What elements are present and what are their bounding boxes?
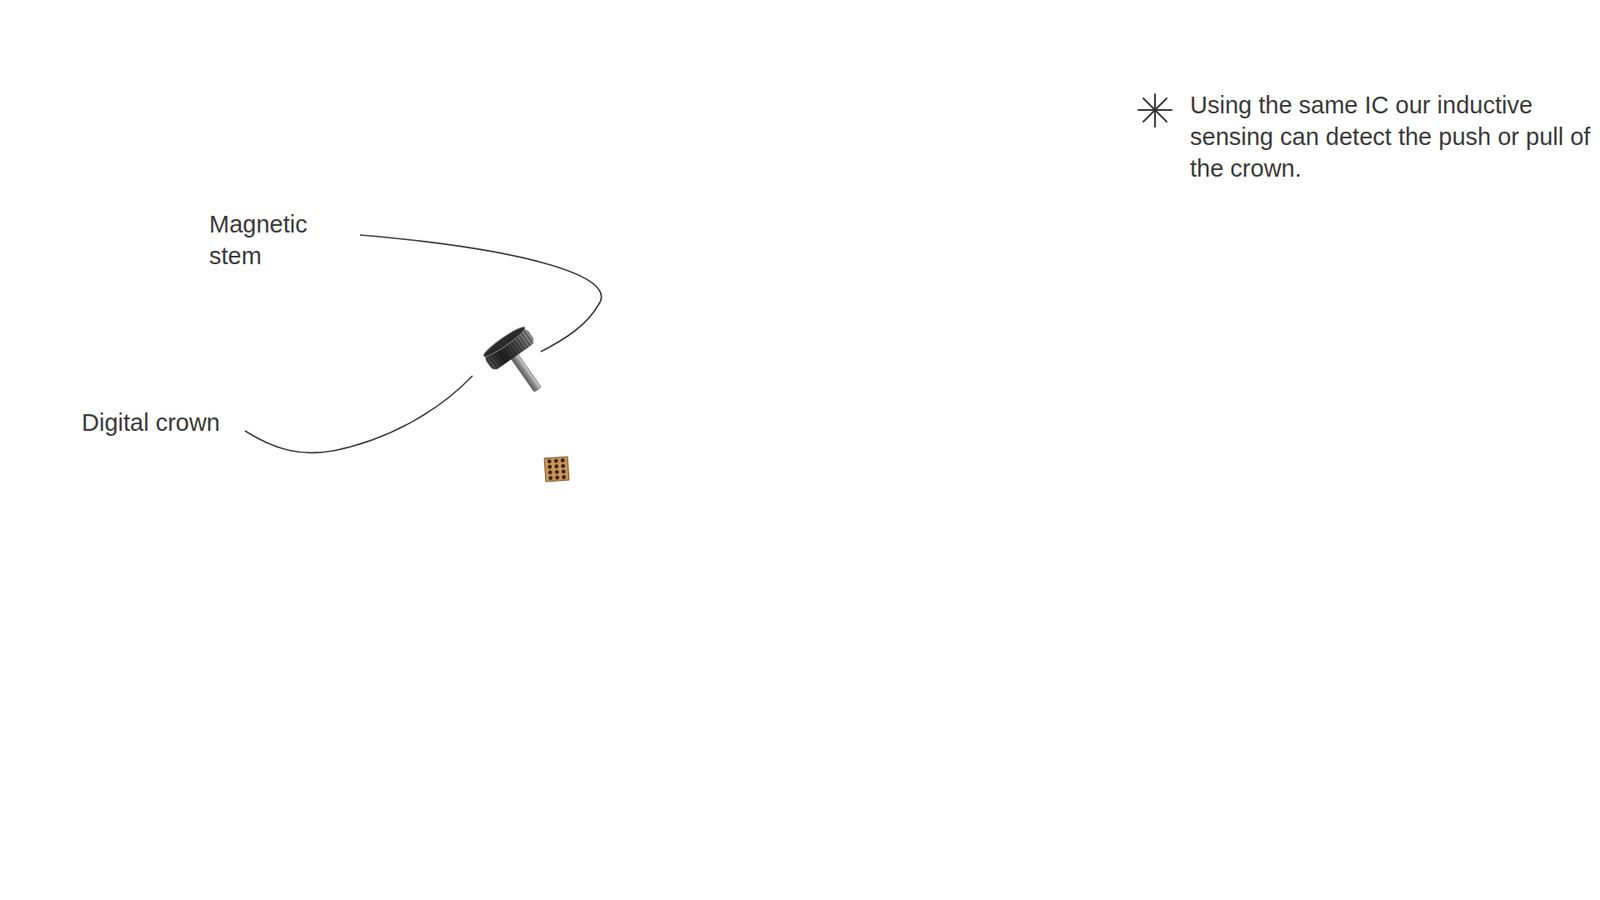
digital-crown (480, 323, 560, 405)
ic-pad (555, 470, 560, 475)
leader-line (360, 235, 602, 352)
ic-pad (547, 459, 552, 464)
ic-pad (548, 470, 553, 475)
ic-pad (560, 464, 565, 469)
sensing-ic (544, 456, 570, 482)
part-label: Digital crown (81, 406, 249, 439)
ic-pad (561, 475, 566, 480)
note-text: Using the same IC our inductive sensing … (1190, 89, 1592, 185)
part-label: Magnetic stem (209, 208, 326, 272)
ic-pad (560, 458, 565, 463)
leader-line (245, 375, 473, 453)
ic-pad (548, 475, 553, 480)
ic-pad (561, 469, 566, 474)
ic-pad (547, 465, 552, 470)
asterisk-symbol (1138, 94, 1172, 127)
ic-pad (554, 464, 559, 469)
ic-pad (554, 458, 559, 463)
ic-pad (555, 475, 560, 480)
